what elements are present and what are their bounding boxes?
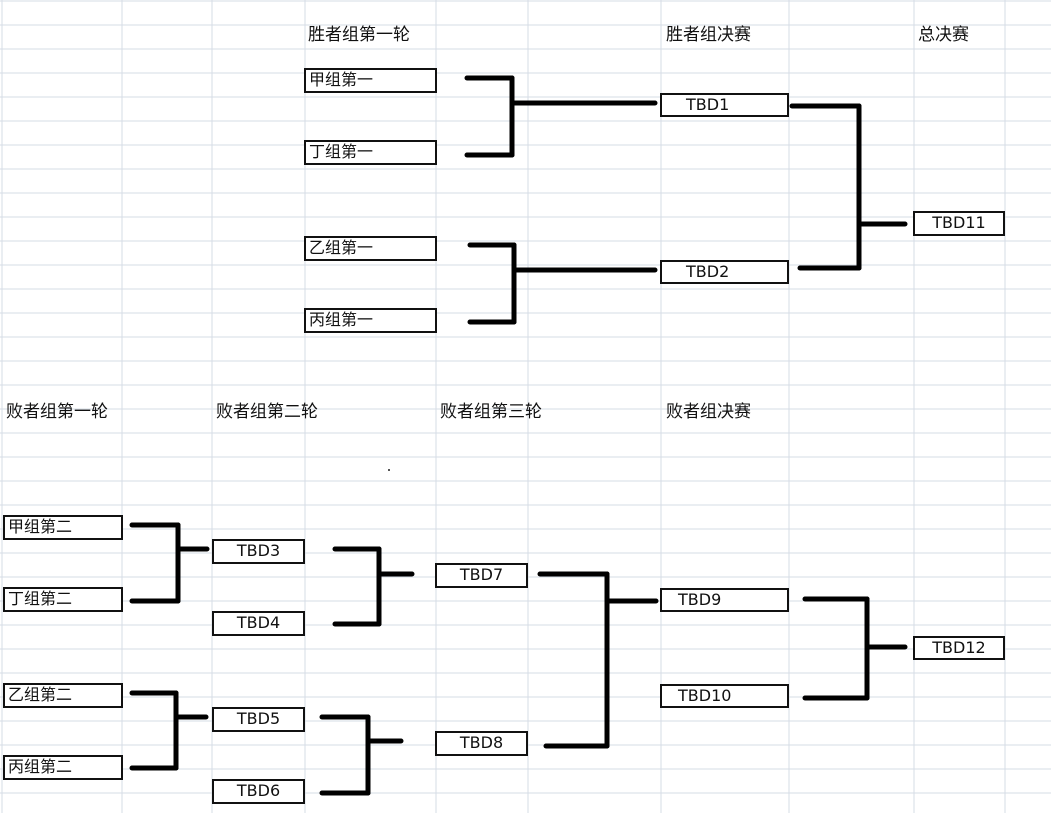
losers-r3-slot-2[interactable]: TBD8 [435,731,528,756]
winners-final-slot-2[interactable]: TBD2 [660,260,789,284]
losers-r3-slot-1[interactable]: TBD7 [435,563,528,588]
losers-final-slot-1[interactable]: TBD9 [660,588,789,612]
winners-r1-slot-4[interactable]: 丙组第一 [304,308,437,333]
header-winners-final: 胜者组决赛 [666,25,751,45]
header-losers-final: 败者组决赛 [666,402,751,422]
stray-dot [388,469,390,471]
losers-r2-slot-1[interactable]: TBD3 [212,539,305,564]
losers-r2-slot-2[interactable]: TBD4 [212,611,305,636]
header-winners-round1: 胜者组第一轮 [308,25,410,45]
header-losers-round1: 败者组第一轮 [6,402,108,422]
header-grand-final: 总决赛 [918,25,969,45]
winners-final-slot-1[interactable]: TBD1 [660,93,789,117]
losers-r1-slot-3[interactable]: 乙组第二 [3,683,123,708]
winners-r1-slot-1[interactable]: 甲组第一 [304,68,437,93]
grand-final-slot[interactable]: TBD11 [913,211,1005,236]
header-losers-round2: 败者组第二轮 [216,402,318,422]
losers-r1-slot-4[interactable]: 丙组第二 [3,755,123,780]
losers-r1-slot-1[interactable]: 甲组第二 [3,515,123,540]
losers-r2-slot-4[interactable]: TBD6 [212,779,305,804]
winners-r1-slot-2[interactable]: 丁组第一 [304,140,437,165]
losers-r1-slot-2[interactable]: 丁组第二 [3,587,123,612]
header-losers-round3: 败者组第三轮 [440,402,542,422]
losers-champion-slot[interactable]: TBD12 [913,636,1005,660]
losers-r2-slot-3[interactable]: TBD5 [212,707,305,732]
losers-final-slot-2[interactable]: TBD10 [660,684,789,708]
winners-r1-slot-3[interactable]: 乙组第一 [304,236,437,261]
